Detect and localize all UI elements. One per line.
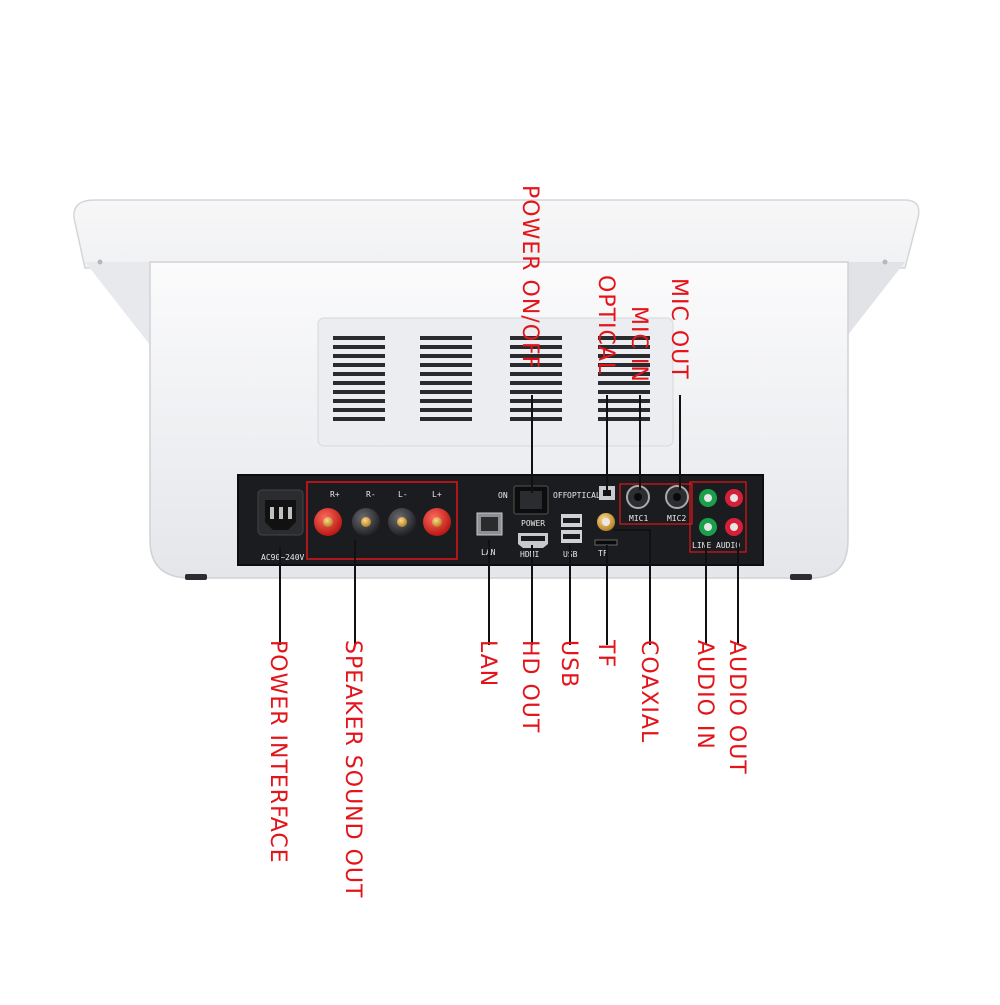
panel-label-mic2: MIC2 xyxy=(667,514,686,523)
hdmi-port: HDMI xyxy=(518,533,548,559)
coaxial-port xyxy=(597,513,615,531)
callout-speaker-sound-out: SPEAKER SOUND OUT xyxy=(340,640,365,899)
optical-port: OPTICAL xyxy=(567,486,615,500)
panel-label-r-plus: R+ xyxy=(330,490,340,499)
callout-power-interface: POWER INTERFACE xyxy=(265,640,290,864)
callout-coaxial: COAXIAL xyxy=(636,640,661,744)
callout-mic-out: MIC OUT xyxy=(666,278,691,380)
callout-tf: TF xyxy=(593,640,618,669)
panel-label-l-plus: L+ xyxy=(432,490,442,499)
power-inlet: AC90~240V xyxy=(257,489,305,562)
panel-label-tf: TF xyxy=(598,549,608,558)
callout-usb: USB xyxy=(556,640,581,689)
callout-hd-out: HD OUT xyxy=(517,640,542,734)
callout-mic-in: MIC IN xyxy=(626,306,651,383)
callout-optical: OPTICAL xyxy=(593,275,618,376)
speaker-terminals: R+ R- L- L+ xyxy=(306,481,458,560)
callout-lines xyxy=(279,395,739,645)
vent-grille xyxy=(333,336,650,421)
panel-label-r-minus: R- xyxy=(366,490,376,499)
panel-label-power: POWER xyxy=(521,519,545,528)
callout-lan: LAN xyxy=(475,640,500,688)
device-foot xyxy=(185,574,207,580)
panel-label-audio: AUDIO xyxy=(716,541,740,550)
device-foot xyxy=(790,574,812,580)
mic-jacks: MIC1 MIC2 xyxy=(619,483,693,525)
panel-label-optical: OPTICAL xyxy=(567,491,601,500)
power-switch: ON OFF POWER xyxy=(498,485,568,528)
callout-power-on-off: POWER ON/OFF xyxy=(517,185,542,370)
panel-label-hdmi: HDMI xyxy=(520,550,539,559)
callout-audio-out: AUDIO OUT xyxy=(724,640,749,775)
panel-label-on: ON xyxy=(498,491,508,500)
panel-label-off: OFF xyxy=(553,491,568,500)
callout-audio-in: AUDIO IN xyxy=(692,640,717,750)
panel-label-l-minus: L- xyxy=(398,490,408,499)
panel-label-power-rating: AC90~240V xyxy=(261,553,305,562)
panel-label-line: LINE xyxy=(692,541,711,550)
rca-audio-jacks: LINE AUDIO xyxy=(689,481,747,553)
panel-label-mic1: MIC1 xyxy=(629,514,648,523)
